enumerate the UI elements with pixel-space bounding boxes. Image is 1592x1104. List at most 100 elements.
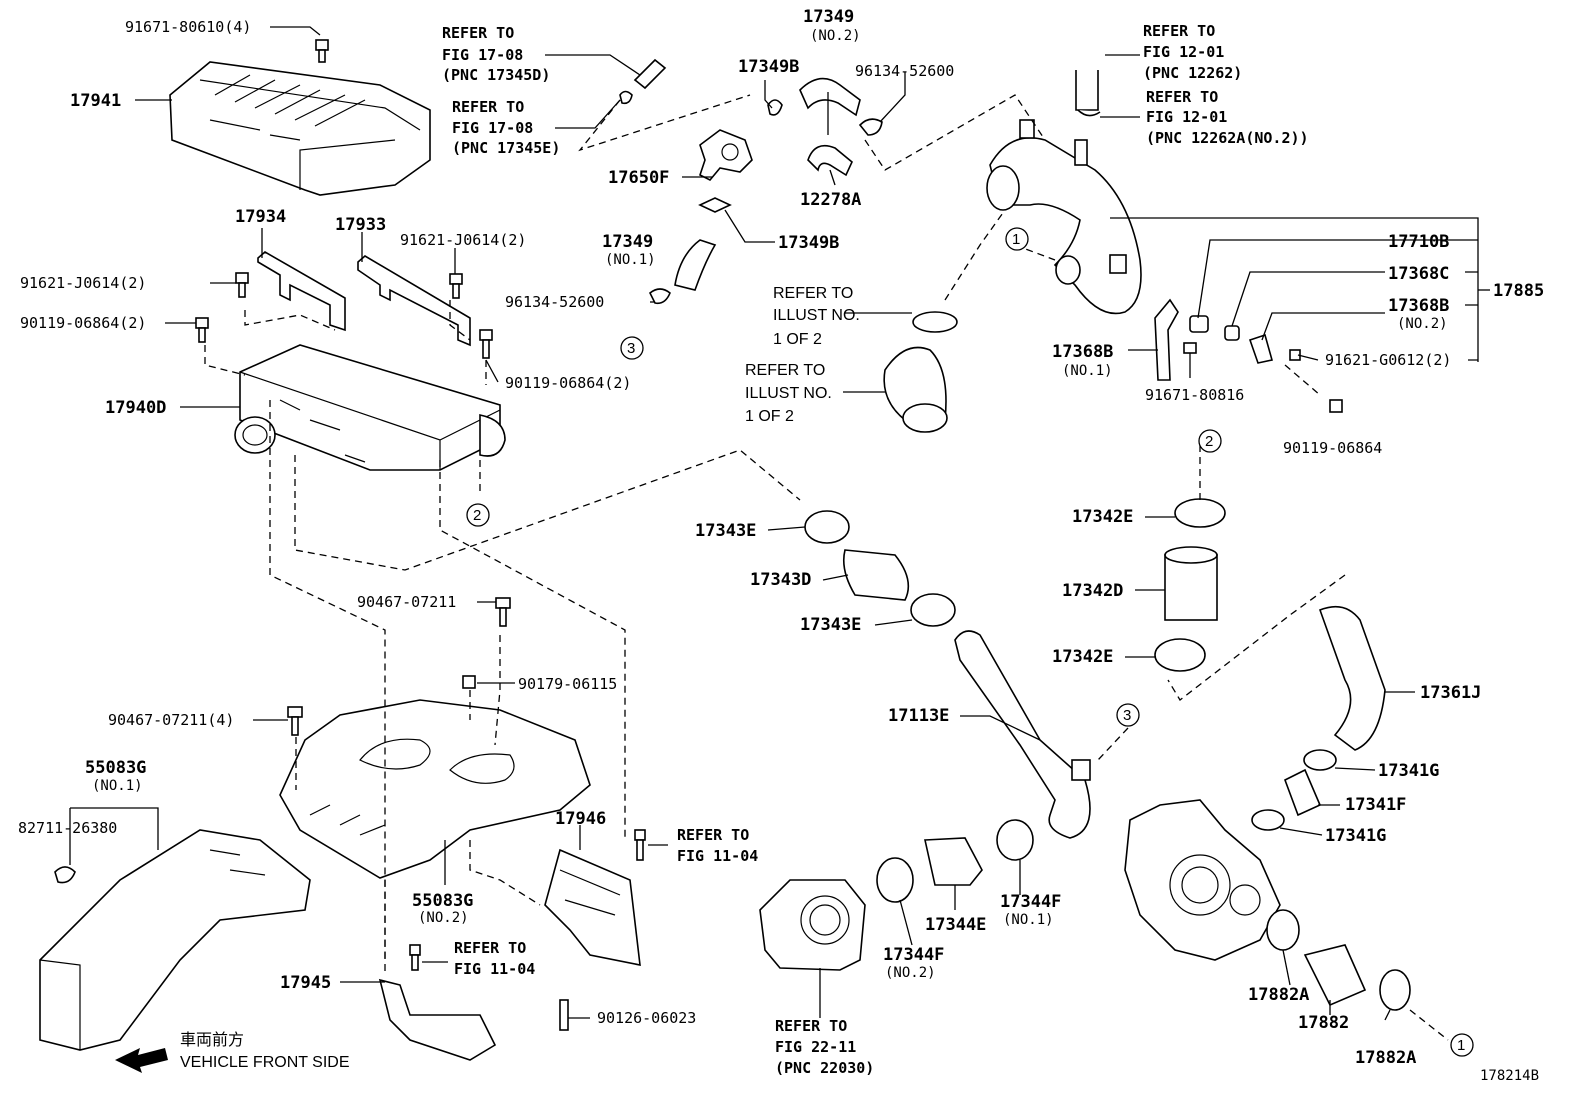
part-17650f-valve <box>699 129 753 181</box>
part-17349-no2-hose <box>799 77 861 117</box>
label-17342d: 17342D <box>1062 581 1123 601</box>
bolt-91671-80610-icon <box>315 39 329 63</box>
label-17933: 17933 <box>335 215 386 235</box>
label-17945: 17945 <box>280 973 331 993</box>
callout-3-mid: 3 <box>1123 707 1131 724</box>
svg-text:REFER TO: REFER TO <box>1143 22 1215 40</box>
label-55083g-no2-sub: (NO.2) <box>418 910 469 926</box>
svg-text:FIG 22-11: FIG 22-11 <box>775 1038 856 1056</box>
label-17349b-mid: 17349B <box>778 233 839 253</box>
label-17343e-bottom: 17343E <box>800 615 861 635</box>
part-17368-brackets <box>1154 298 1343 413</box>
label-90119-06864-right: 90119-06864(2) <box>505 374 631 392</box>
label-17946: 17946 <box>555 809 606 829</box>
label-17341g-bottom: 17341G <box>1325 826 1386 846</box>
svg-text:ILLUST NO.: ILLUST NO. <box>773 307 860 324</box>
callout-2-left: 2 <box>473 507 481 524</box>
part-12278a-hose <box>807 144 853 177</box>
label-17941: 17941 <box>70 91 121 111</box>
label-90126-06023: 90126-06023 <box>597 1009 696 1027</box>
label-17882a-bottom: 17882A <box>1355 1048 1416 1068</box>
clip-icons <box>619 90 883 305</box>
svg-text:1 OF 2: 1 OF 2 <box>745 408 794 425</box>
direction-japanese: 車両前方 <box>180 1031 244 1049</box>
label-17650f: 17650F <box>608 168 669 188</box>
label-17349b-top: 17349B <box>738 57 799 77</box>
part-17946-bracket <box>544 848 641 967</box>
label-91671-80610: 91671-80610(4) <box>125 18 251 36</box>
vehicle-front-arrow-icon <box>115 1048 168 1073</box>
part-17940d-intercooler <box>234 344 506 471</box>
part-17341-series <box>1251 749 1337 831</box>
svg-text:FIG 12-01: FIG 12-01 <box>1143 43 1224 61</box>
label-96134-52600-top: 96134-52600 <box>855 62 954 80</box>
callout-2-right: 2 <box>1205 433 1213 450</box>
ref-fig-22-11-pnc-22030: REFER TO FIG 22-11 (PNC 22030) <box>775 1017 874 1077</box>
label-55083g-no1-sub: (NO.1) <box>92 778 143 794</box>
svg-text:(PNC 22030): (PNC 22030) <box>775 1059 874 1077</box>
svg-text:FIG 11-04: FIG 11-04 <box>454 960 535 978</box>
label-17342e-bottom: 17342E <box>1052 647 1113 667</box>
label-17343d: 17343D <box>750 570 811 590</box>
svg-text:ILLUST NO.: ILLUST NO. <box>745 385 832 402</box>
svg-text:(PNC 12262): (PNC 12262) <box>1143 64 1242 82</box>
part-intake-hose-illust <box>883 311 958 433</box>
clip-82711-icon <box>54 866 76 884</box>
label-17342e-top: 17342E <box>1072 507 1133 527</box>
label-17341g-top: 17341G <box>1378 761 1439 781</box>
label-90467-07211-4: 90467-07211(4) <box>108 711 234 729</box>
part-17113e-pipe <box>954 630 1091 839</box>
part-17342-series <box>1154 498 1226 672</box>
label-17344f-no1: 17344F <box>1000 892 1061 912</box>
label-90119-06864-left: 90119-06864(2) <box>20 314 146 332</box>
label-17882a-top: 17882A <box>1248 985 1309 1005</box>
bolt-small-icons <box>195 272 493 359</box>
part-turbocharger <box>1124 799 1281 961</box>
label-17368b-no1-sub: (NO.1) <box>1062 363 1113 379</box>
ref-illust-upper: REFER TO ILLUST NO. 1 OF 2 <box>773 285 860 348</box>
callout-circles: 1 3 2 2 3 1 <box>466 227 1474 1057</box>
label-17368c: 17368C <box>1388 264 1449 284</box>
svg-text:FIG 17-08: FIG 17-08 <box>452 119 533 137</box>
label-17344f-no1-sub: (NO.1) <box>1003 912 1054 928</box>
part-17933-bracket <box>357 255 471 347</box>
label-17368b-no2: 17368B <box>1388 296 1449 316</box>
label-17344f-no2-sub: (NO.2) <box>885 965 936 981</box>
part-17343-series <box>804 510 956 627</box>
ref-fig-12-01-pnc-12262a: REFER TO FIG 12-01 (PNC 12262A(NO.2)) <box>1146 88 1309 147</box>
label-17940d: 17940D <box>105 398 166 418</box>
reference-notes: REFER TO FIG 17-08 (PNC 17345D) REFER TO… <box>442 22 1309 1077</box>
label-91621-j0614-left: 91621-J0614(2) <box>20 274 146 292</box>
label-17368b-no1: 17368B <box>1052 342 1113 362</box>
svg-text:(PNC 17345D): (PNC 17345D) <box>442 66 550 84</box>
callout-3-top: 3 <box>627 340 635 357</box>
callout-1-bottom: 1 <box>1457 1037 1465 1054</box>
part-17934-bracket <box>257 251 346 332</box>
label-17341f: 17341F <box>1345 795 1406 815</box>
part-55083g-no1-duct <box>39 829 311 1051</box>
label-17349-no2-sub: (NO.2) <box>810 28 861 44</box>
svg-text:REFER TO: REFER TO <box>452 98 524 116</box>
label-55083g-no1: 55083G <box>85 758 146 778</box>
pipe-stubs <box>633 58 1101 117</box>
label-17361j: 17361J <box>1420 683 1481 703</box>
ref-fig-11-04-right: REFER TO FIG 11-04 <box>677 826 758 865</box>
fastener-lower-icons <box>287 597 646 1031</box>
part-17885-pipe <box>986 119 1142 315</box>
ref-fig-17-08-pnc-17345d: REFER TO FIG 17-08 (PNC 17345D) <box>442 24 550 84</box>
svg-text:1 OF 2: 1 OF 2 <box>773 331 822 348</box>
svg-text:FIG 12-01: FIG 12-01 <box>1146 108 1227 126</box>
ref-fig-11-04-left: REFER TO FIG 11-04 <box>454 939 535 978</box>
svg-text:REFER TO: REFER TO <box>677 826 749 844</box>
label-96134-52600-mid: 96134-52600 <box>505 293 604 311</box>
label-82711-26380: 82711-26380 <box>18 819 117 837</box>
label-91671-80816: 91671-80816 <box>1145 386 1244 404</box>
label-17368b-no2-sub: (NO.2) <box>1397 316 1448 332</box>
label-17710b: 17710B <box>1388 232 1449 252</box>
ref-fig-17-08-pnc-17345e: REFER TO FIG 17-08 (PNC 17345E) <box>452 98 560 157</box>
svg-text:REFER TO: REFER TO <box>442 24 514 42</box>
direction-english: VEHICLE FRONT SIDE <box>180 1054 350 1071</box>
label-17349-no1: 17349 <box>602 232 653 252</box>
label-17934: 17934 <box>235 207 286 227</box>
